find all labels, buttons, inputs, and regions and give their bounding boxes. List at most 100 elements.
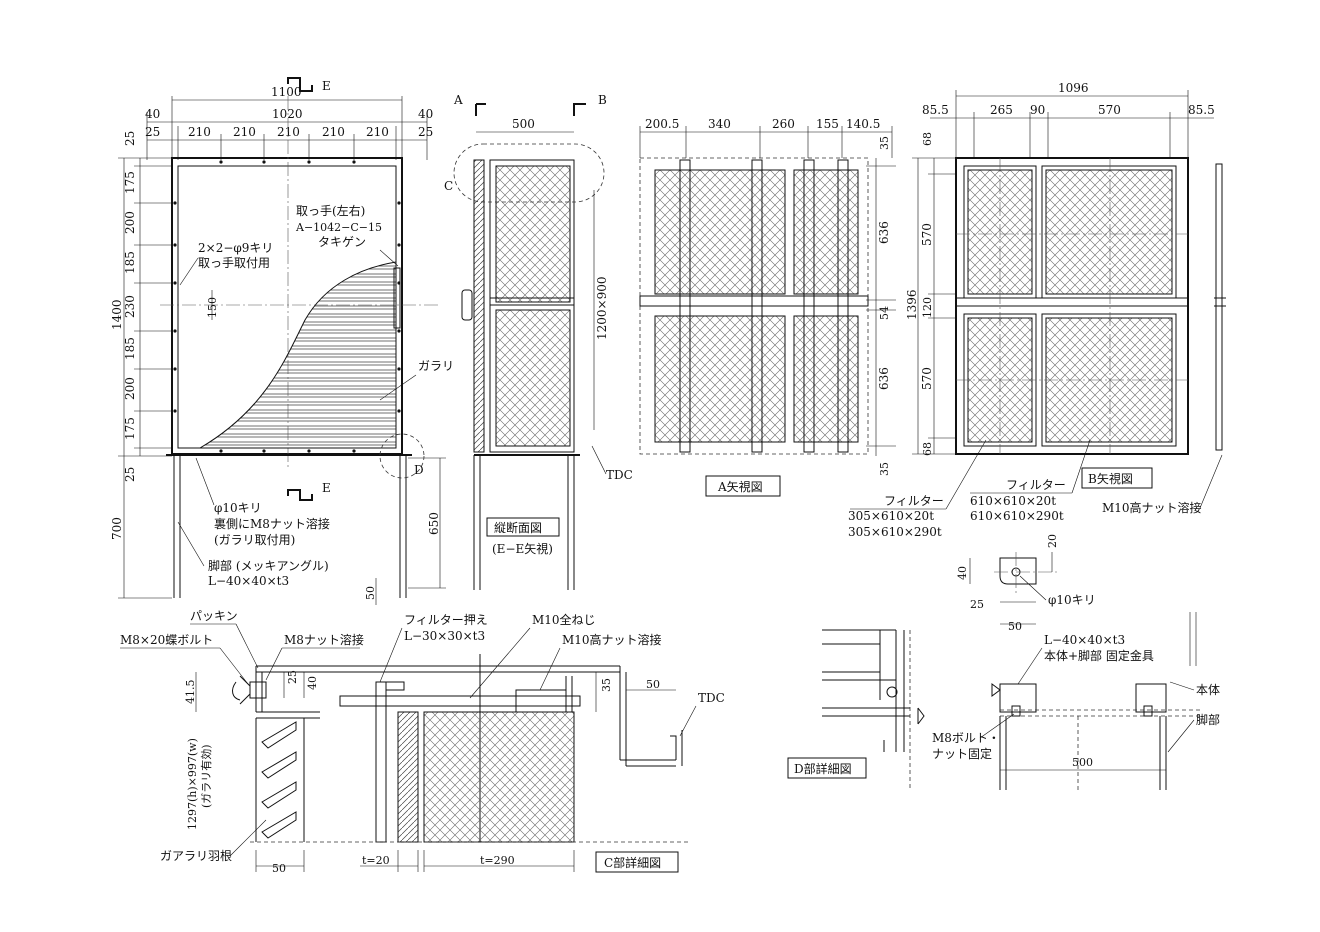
label-holes: 2×2−φ9キリ (198, 241, 273, 255)
label-handle-part: A−1042−C−15 (295, 221, 382, 234)
dim-legs: 700 (110, 517, 124, 540)
dim-a-right: 35 (878, 462, 891, 476)
label-bracket-purpose: 本体+脚部 固定金具 (1044, 648, 1154, 663)
view-a-title-box (705, 475, 781, 497)
detail-c-title: C部詳細図 (604, 855, 661, 870)
handle (393, 267, 401, 329)
dim-50-bottom: 50 (272, 862, 286, 875)
label-filter-large: フィルター (1006, 478, 1066, 492)
dim-side-right: 40 (418, 107, 433, 121)
dim-a-top: 340 (708, 117, 731, 131)
label-handle-maker: タキゲン (318, 235, 366, 249)
dim-edge-right: 25 (418, 125, 433, 139)
dim-overall-height: 1400 (110, 299, 124, 330)
dim-b-top: 570 (1098, 103, 1121, 117)
dim-row: 200 (123, 377, 137, 400)
marker-b: B (598, 93, 607, 107)
dim-leg-height: 650 (427, 512, 441, 535)
dim-a-top: 260 (772, 117, 795, 131)
marker-a-bracket (475, 103, 486, 116)
dim-row: 25 (123, 131, 137, 146)
label-legs: 脚部 (メッキアングル) (208, 558, 329, 573)
filter-pane (654, 169, 786, 295)
detail-d-title-box (787, 757, 867, 779)
marker-c: C (444, 179, 453, 193)
label-phi10: φ10キリ (214, 501, 262, 515)
section-marker-bottom (287, 489, 313, 501)
pre-filter (397, 711, 419, 843)
dim-depth: 500 (512, 117, 535, 131)
dim-pitch: 210 (233, 125, 256, 139)
view-b-title: B矢視図 (1088, 471, 1133, 486)
dim-row: 230 (123, 295, 137, 318)
label-phi10: φ10キリ (1048, 593, 1096, 607)
label-body: 本体 (1196, 683, 1220, 697)
dim-pitch: 210 (277, 125, 300, 139)
label-wing-bolt: M8×20蝶ボルト (120, 632, 213, 647)
detail-d-callout (379, 433, 425, 479)
view-b: 1096 85.5 265 90 570 85.5 1396 68 570 12… (848, 81, 1226, 539)
detail-d-label: D (414, 463, 424, 477)
section-marker-top-label: E (322, 79, 331, 93)
front-view: E 1100 40 1020 40 25 210 210 210 210 210… (110, 77, 454, 605)
section-marker-top (287, 77, 313, 92)
dim-d-50: 50 (1008, 620, 1022, 633)
label-m8-nut: 裏側にM8ナット溶接 (214, 516, 330, 531)
filter-small-spec-2: 305×610×290t (848, 525, 942, 539)
label-m10-nut: M10高ナット溶接 (1102, 500, 1202, 515)
label-m8-bolt-nut: ナット固定 (932, 746, 992, 761)
mounting-holes (173, 160, 401, 453)
bracket-plate (999, 557, 1037, 585)
dim-filter: 1200×900 (595, 277, 609, 341)
dim-t290: t=290 (480, 854, 515, 867)
label-filter-holder: フィルター押え (404, 613, 488, 627)
section-view: A B 500 C 1200×900 TDC 縦断面図 (E−E矢視) (444, 93, 633, 590)
dim-row: 185 (123, 251, 137, 274)
dim-a-right: 636 (877, 221, 891, 244)
filter-media (423, 711, 575, 843)
tdc-label: TDC (606, 468, 633, 482)
dim-pitch: 210 (366, 125, 389, 139)
detail-d: D部詳細図 20 40 25 50 φ10キリ 50 (787, 534, 1220, 790)
dim-pitch: 210 (188, 125, 211, 139)
filter-small-spec-1: 305×610×20t (848, 509, 934, 523)
dim-a-top: 140.5 (846, 117, 880, 131)
dim-side-left: 40 (145, 107, 160, 121)
view-a-title: A矢視図 (717, 479, 763, 494)
dim-b-left: 68 (921, 442, 934, 456)
label-packing: パッキン (190, 609, 238, 623)
dim-41-5: 41.5 (184, 680, 197, 705)
filter-large-spec-2: 610×610×290t (970, 509, 1064, 523)
dim-overall-width: 1100 (271, 85, 302, 99)
marker-a: A (453, 93, 463, 107)
label-legs-spec: L−40×40×t3 (208, 574, 289, 588)
marker-b-bracket (573, 103, 586, 116)
filter-large-top (1045, 169, 1173, 295)
dim-a-right: 54 (878, 306, 891, 320)
dim-t20: t=20 (362, 854, 390, 867)
label-louver: ガラリ (418, 359, 454, 373)
dim-a-right: 35 (878, 136, 891, 150)
dim-a-right: 636 (877, 367, 891, 390)
label-louver-mount: (ガラリ取付用) (214, 533, 295, 547)
dim-row: 25 (123, 467, 137, 482)
section-title: 縦断面図 (494, 520, 542, 535)
section-marker-bottom-label: E (322, 481, 331, 495)
dim-b-overall-height: 1396 (905, 289, 919, 320)
dim-b-overall-width: 1096 (1058, 81, 1089, 95)
label-m10-nut: M10高ナット溶接 (562, 632, 662, 647)
filter-pane (793, 315, 859, 443)
dim-d-500: 500 (1072, 756, 1093, 769)
detail-c: 41.5 25 40 35 50 50 t=20 t=290 1297(h)×9… (120, 609, 725, 875)
dim-50-top: 50 (646, 678, 660, 691)
dim-40: 40 (306, 676, 319, 690)
louver-cutaway (198, 261, 397, 449)
label-filter-small: フィルター (884, 494, 944, 508)
dim-d-25: 25 (970, 598, 984, 611)
dim-35: 35 (600, 678, 613, 692)
dim-small-50: 50 (364, 586, 377, 600)
label-holes-purpose: 取っ手取付用 (198, 256, 270, 270)
label-handle: 取っ手(左右) (296, 203, 365, 218)
dim-25: 25 (286, 670, 299, 684)
